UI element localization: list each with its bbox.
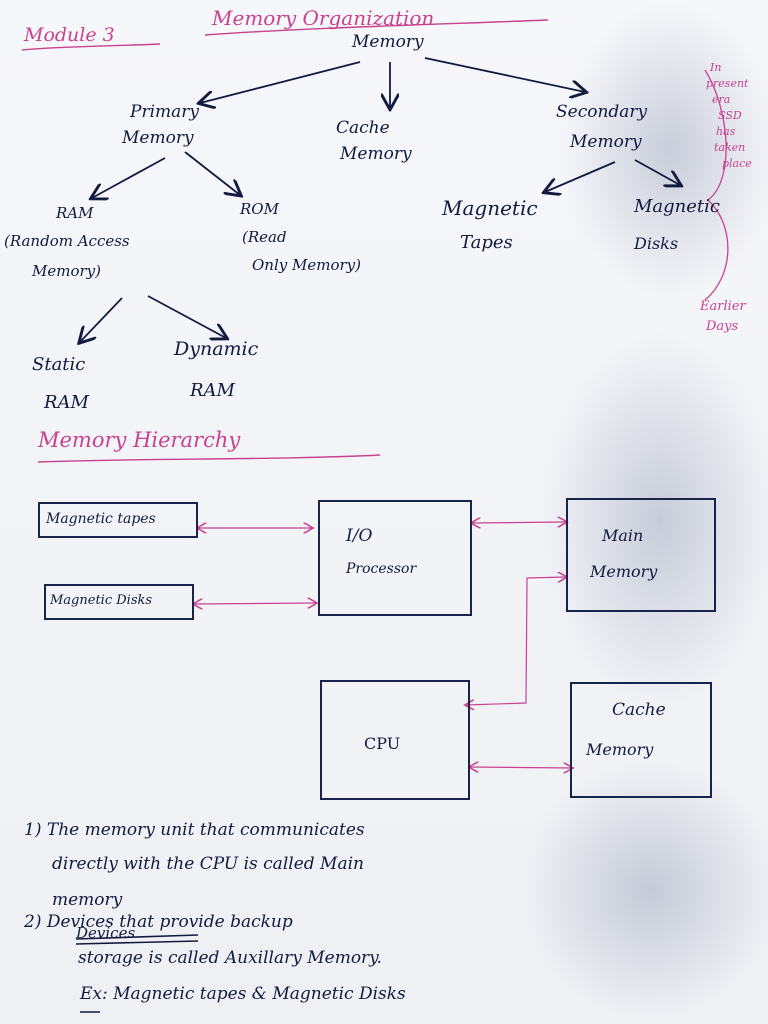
side-note-present-3: era [712,93,731,106]
magnetic-disks-line1: Magnetic [634,196,721,217]
side-note-earlier-2: Days [706,319,739,334]
primary-line1: Primary [130,102,199,122]
magnetic-disks-line2: Disks [634,234,679,253]
side-note-present-5: has [716,125,736,138]
magnetic-disks-box-label: Magnetic Disks [50,593,153,608]
paper-stain [560,0,768,300]
note-2-line-2: storage is called Auxillary Memory. [78,948,382,968]
secondary-line1: Secondary [556,102,648,122]
side-note-present-1: In [710,61,722,74]
rom-line3: Only Memory) [252,256,361,274]
main-memory-box: Main Memory [566,498,716,612]
cache-line1: Cache [336,118,390,138]
io-processor-line2: Processor [346,561,417,577]
note-1-line-1: 1) The memory unit that communicates [24,820,365,840]
ram-line3: Memory) [32,262,101,280]
magnetic-tapes-box: Magnetic tapes [38,502,198,538]
module-label: Module 3 [24,24,115,46]
secondary-line2: Memory [570,132,642,152]
note-1-line-2: directly with the CPU is called Main [52,854,364,874]
tree-root: Memory [352,32,424,52]
magnetic-disks-box: Magnetic Disks [44,584,194,620]
magnetic-tapes-line2: Tapes [460,232,513,253]
note-2-crossed-word: Devices [76,924,136,942]
dynamic-ram-line2: RAM [190,380,235,401]
side-note-present-4: SSD [718,109,742,122]
static-ram-line1: Static [32,354,86,375]
magnetic-tapes-line1: Magnetic [442,196,538,220]
static-ram-line2: RAM [44,392,89,413]
rom-line1: ROM [240,200,279,218]
cache-line2: Memory [340,144,412,164]
io-processor-line1: I/O [346,526,373,546]
paper-stain [540,330,768,710]
cpu-label: CPU [364,734,401,753]
ram-line1: RAM [56,204,94,222]
side-note-present-7: place [722,157,752,170]
cache-memory-line2: Memory [586,740,654,759]
side-note-present-2: present [706,77,749,90]
note-2-line-1: 2) Devices that provide backup [24,912,293,932]
side-note-earlier-1: Earlier [700,299,746,314]
cache-memory-box: Cache Memory [570,682,712,798]
rom-line2: (Read [242,228,287,246]
cpu-box: CPU [320,680,470,800]
note-2-line-3: Ex: Magnetic tapes & Magnetic Disks [80,984,406,1004]
page-title: Memory Organization [212,6,435,30]
cache-memory-line1: Cache [612,700,666,720]
paper-stain [520,760,768,1020]
magnetic-tapes-box-label: Magnetic tapes [46,511,156,527]
ram-line2: (Random Access [4,232,130,250]
primary-line2: Memory [122,128,194,148]
hierarchy-heading: Memory Hierarchy [38,428,241,452]
main-memory-line2: Memory [590,562,658,581]
io-processor-box: I/O Processor [318,500,472,616]
side-note-present-6: taken [714,141,746,154]
dynamic-ram-line1: Dynamic [174,338,259,360]
note-1-line-3: memory [52,890,123,910]
main-memory-line1: Main [602,526,644,545]
